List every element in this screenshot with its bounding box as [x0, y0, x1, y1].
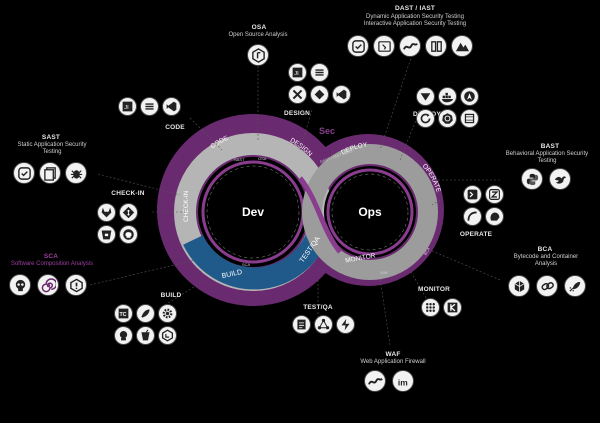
graph-icon — [314, 315, 333, 334]
waf-subtitle: Web Application Firewall — [360, 359, 426, 365]
bolt-icon — [336, 315, 355, 334]
bast-title: BAST — [540, 143, 560, 150]
design-group-label: DESIGN — [283, 110, 311, 117]
svg-text:im: im — [397, 377, 407, 387]
package-icon — [247, 44, 269, 66]
dast-subtitle-2: Interactive Application Security Testing — [363, 21, 467, 27]
code-group-label: CODE — [165, 124, 185, 131]
git-icon — [119, 203, 138, 222]
ide-icon: JI — [288, 63, 307, 82]
ide-icon: JI — [118, 97, 137, 116]
document-icon — [39, 162, 61, 184]
k-icon — [443, 298, 462, 317]
bast-subtitle-2: Testing — [537, 158, 557, 164]
sast-title: SAST — [41, 134, 61, 141]
bird-icon — [549, 168, 571, 190]
sast-subtitle-2: Testing — [42, 149, 62, 155]
vscode-icon — [332, 85, 351, 104]
spiral-icon — [37, 274, 59, 296]
operate-group-label: OPERATE — [459, 231, 493, 238]
bca-subtitle-1: Bytecode and Container — [513, 254, 579, 260]
report-icon — [292, 315, 311, 334]
peaks-icon — [451, 35, 473, 57]
ops-ring — [302, 144, 438, 280]
z-icon — [485, 185, 504, 204]
testqa-group-label: TEST/QA — [303, 304, 333, 311]
stack-icon — [140, 97, 159, 116]
python-icon — [521, 168, 543, 190]
gitlab-icon — [97, 203, 116, 222]
bug-icon — [65, 162, 87, 184]
phase-checkin-label: CHECK-IN — [183, 190, 190, 222]
waf-title: WAF — [385, 351, 401, 358]
container-icon — [508, 275, 530, 297]
triangle-icon — [416, 87, 435, 106]
arc-icon — [463, 207, 482, 226]
svg-text:TC: TC — [119, 312, 126, 318]
ring-tag-osa: OSA — [258, 156, 267, 161]
dast-subtitle-1: Dynamic Application Security Testing — [366, 14, 464, 20]
ring-tag-bca: BCA — [423, 246, 432, 256]
github-icon — [119, 225, 138, 244]
bast-subtitle-1: Behavioral Application Security — [505, 151, 589, 157]
container-icon — [460, 109, 479, 128]
stack-icon — [310, 63, 329, 82]
wave-icon — [364, 370, 386, 392]
hexagon-icon — [158, 326, 177, 345]
checkbox-icon — [13, 162, 35, 184]
svg-text:JI: JI — [124, 105, 129, 111]
sync-icon — [416, 109, 435, 128]
docker-icon — [438, 87, 457, 106]
gear-icon — [158, 304, 177, 323]
book-icon — [425, 35, 447, 57]
bucket-icon — [97, 225, 116, 244]
alert-icon — [65, 274, 87, 296]
connector-lines — [89, 54, 501, 346]
wave-icon — [399, 35, 421, 57]
sca-title: SCA — [43, 253, 59, 260]
im-icon: im — [392, 370, 414, 392]
sast-subtitle-1: Static Application Security — [17, 142, 87, 148]
phase-build-label: BUILD — [221, 269, 243, 280]
bca-title: BCA — [537, 246, 553, 253]
monitor-group-label: MONITOR — [418, 286, 450, 293]
ring-tag-sca: SCA — [242, 262, 251, 267]
vscode-icon — [162, 97, 181, 116]
gulp-icon — [136, 326, 155, 345]
bca-subtitle-2: Analysis — [534, 261, 558, 267]
dev-label: Dev — [242, 205, 264, 219]
browser-icon — [373, 35, 395, 57]
osa-title: OSA — [251, 24, 267, 31]
teamcity-icon: TC — [114, 304, 133, 323]
kubernetes-icon — [438, 109, 457, 128]
ring-tag-sast: SAST — [234, 157, 245, 162]
jenkins-icon — [114, 326, 133, 345]
dast-title: DAST / IAST — [394, 5, 436, 12]
link-icon — [536, 275, 558, 297]
ring-tag-waf: WAF — [380, 270, 389, 275]
checkbox-icon — [347, 35, 369, 57]
maven-icon — [136, 304, 155, 323]
ansible-icon — [460, 87, 479, 106]
chef-icon — [485, 207, 504, 226]
rocket-icon — [564, 275, 586, 297]
sec-label: Sec — [319, 126, 335, 136]
build-group-label: BUILD — [160, 292, 182, 299]
diamond-icon — [310, 85, 329, 104]
sca-subtitle: Software Composition Analysis — [10, 261, 94, 267]
terminal-icon — [463, 185, 482, 204]
dots-icon — [421, 298, 440, 317]
skull-icon — [9, 274, 31, 296]
osa-subtitle: Open Source Analysis — [228, 32, 288, 38]
ops-label: Ops — [358, 205, 382, 219]
x-icon — [288, 85, 307, 104]
svg-text:JI: JI — [294, 71, 299, 77]
checkin-group-label: CHECK-IN — [111, 190, 145, 197]
